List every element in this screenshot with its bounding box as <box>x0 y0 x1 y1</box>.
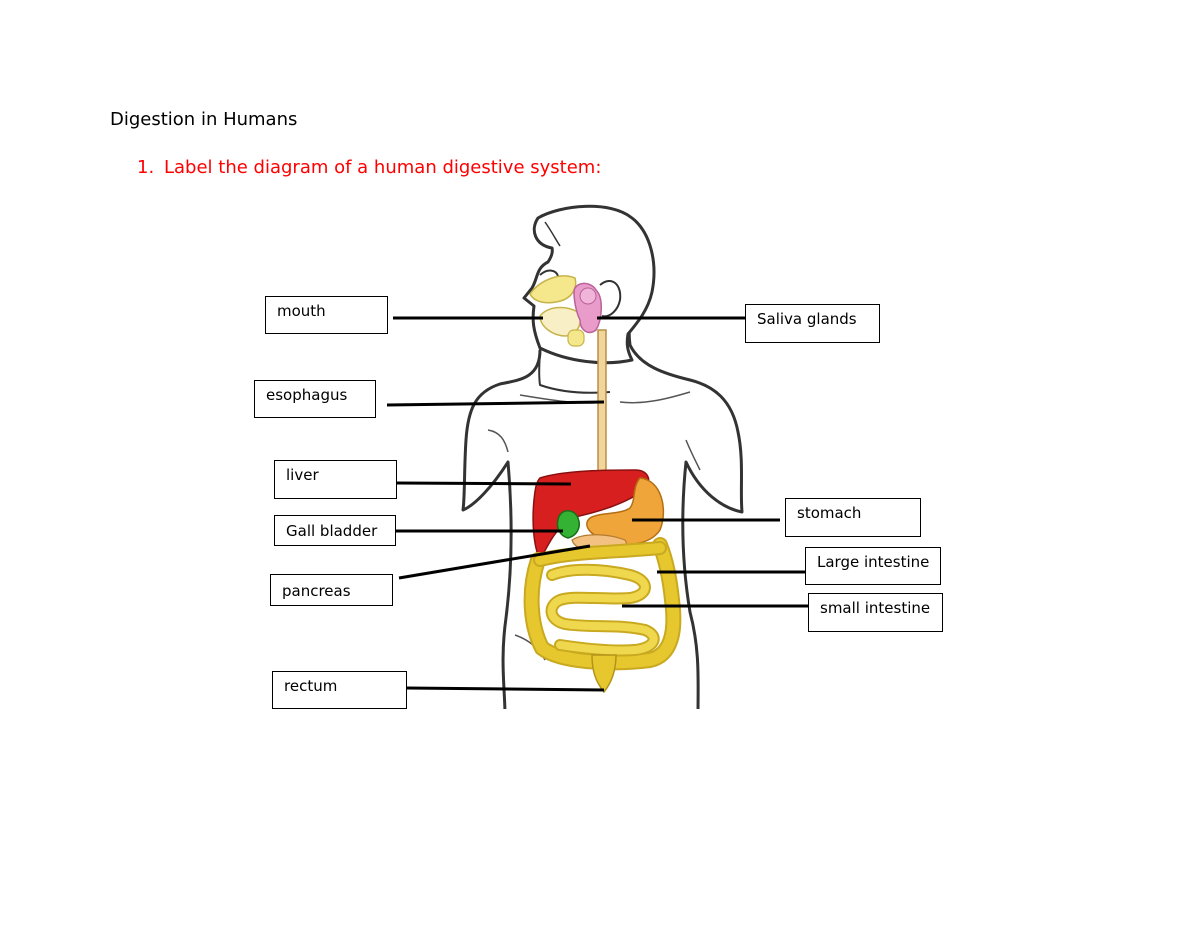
leader-line-rectum <box>405 686 605 692</box>
label-box-mouth: mouth <box>265 296 388 334</box>
label-box-stomach: stomach <box>785 498 921 537</box>
leader-lines <box>386 316 809 692</box>
label-box-large-intestine: Large intestine <box>805 547 941 585</box>
label-box-gall-bladder: Gall bladder <box>274 515 396 546</box>
question-number: 1. <box>137 157 155 178</box>
document-title: Digestion in Humans <box>110 109 298 130</box>
label-box-small-intestine: small intestine <box>808 593 943 632</box>
question-text: Label the diagram of a human digestive s… <box>164 157 602 178</box>
leader-line-liver <box>395 481 572 486</box>
leader-line-pancreas <box>398 544 591 580</box>
oral-cavity <box>529 275 585 347</box>
label-box-liver: liver <box>274 460 397 499</box>
label-box-rectum: rectum <box>272 671 407 709</box>
label-box-esophagus: esophagus <box>254 380 376 418</box>
intestines-organ <box>523 537 682 694</box>
label-box-pancreas: pancreas <box>270 574 393 606</box>
question-prompt: 1. Label the diagram of a human digestive… <box>137 157 601 178</box>
gall-bladder-organ <box>556 510 580 539</box>
label-box-saliva-glands: Saliva glands <box>745 304 880 343</box>
liver-organ <box>532 469 650 562</box>
leader-line-esophagus <box>386 400 605 407</box>
saliva-glands-organ <box>573 282 602 334</box>
